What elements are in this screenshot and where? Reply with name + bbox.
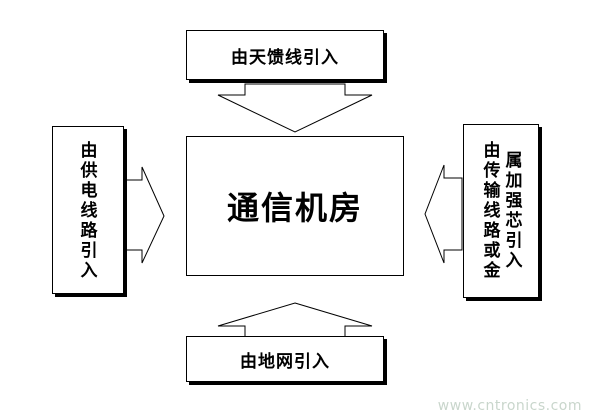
bottom-source-box: 由地网引入	[186, 336, 384, 382]
arrow-right	[124, 166, 165, 264]
right-source-label-col1: 由传输线路或金	[483, 141, 501, 281]
arrow-left	[424, 164, 463, 264]
right-source-box: 由传输线路或金 属加强芯引入	[463, 124, 539, 298]
arrow-up	[217, 302, 373, 338]
left-source-label: 由供电线路引入	[80, 141, 98, 281]
top-source-label: 由天馈线引入	[231, 47, 339, 68]
arrow-down	[217, 83, 373, 133]
telecom-room-label: 通信机房	[226, 189, 363, 227]
watermark-text: www.cntronics.com	[437, 398, 582, 414]
right-source-label-col2: 属加强芯引入	[505, 151, 523, 271]
telecom-room-box: 通信机房	[186, 136, 404, 276]
left-source-box: 由供电线路引入	[52, 126, 124, 294]
bottom-source-label: 由地网引入	[240, 351, 330, 372]
top-source-box: 由天馈线引入	[186, 30, 384, 80]
